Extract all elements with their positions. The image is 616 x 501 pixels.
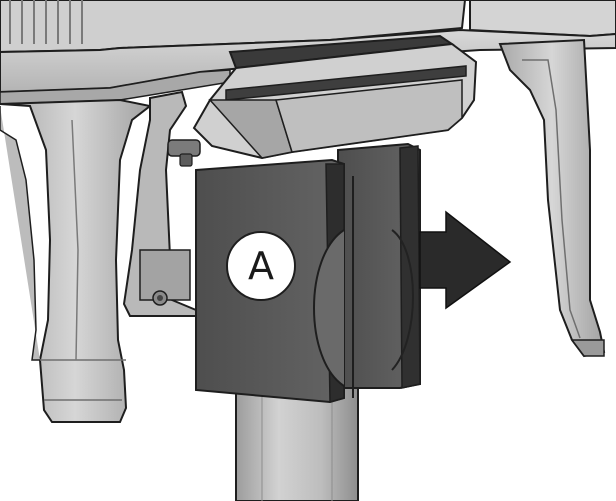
flue-collar: [167, 34, 478, 179]
direction-arrow-right: [419, 210, 512, 310]
heat-shield-back: [337, 142, 421, 389]
stove-leg-left: [0, 98, 153, 423]
callout-circle: [226, 231, 296, 301]
mounting-bracket: [122, 90, 197, 317]
flue-pipe: [235, 387, 359, 501]
stove-leg-right: [498, 38, 606, 358]
